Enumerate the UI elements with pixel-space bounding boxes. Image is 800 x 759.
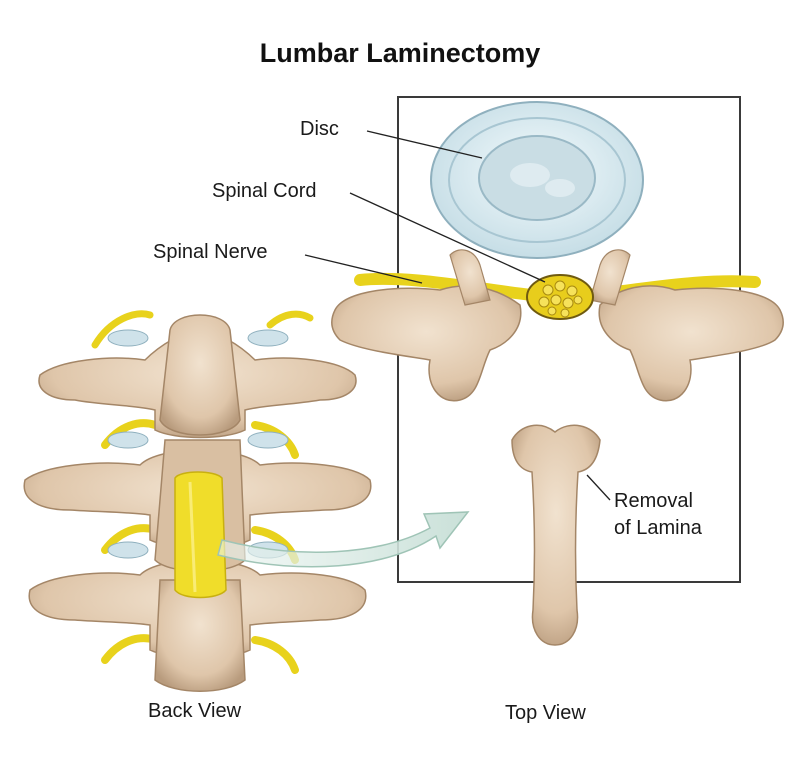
label-removal-line2: of Lamina: [614, 517, 702, 539]
label-disc: Disc: [300, 118, 339, 140]
diagram-title: Lumbar Laminectomy: [259, 38, 541, 68]
top-view-vertebra: [330, 101, 785, 402]
label-spinal-cord: Spinal Cord: [212, 180, 317, 202]
label-spinal-nerve: Spinal Nerve: [153, 241, 268, 263]
transfer-arrow: [217, 511, 470, 568]
label-back-view: Back View: [148, 700, 242, 722]
removed-lamina: [511, 424, 601, 646]
spinal-nerve-leader: [304, 254, 423, 284]
label-top-view: Top View: [505, 702, 586, 724]
label-removal-line1: Removal: [614, 490, 693, 512]
disc-leader: [366, 130, 483, 159]
removal-leader: [586, 474, 611, 501]
spinal-cord-leader: [349, 192, 546, 283]
back-view-spine: [23, 310, 372, 692]
